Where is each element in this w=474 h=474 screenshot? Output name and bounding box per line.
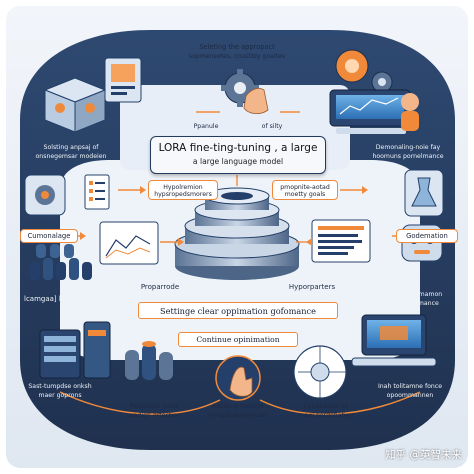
godemation-label: Godemation: [396, 229, 458, 243]
left-lcamgaal-label: lcamgaa] lcu: [24, 295, 84, 303]
bottom-right-line1: Inah tolitamne fonce: [377, 383, 443, 390]
hyper-right-line2: moetty goals: [284, 191, 326, 198]
hyperparters-label: Hyporparters: [288, 283, 336, 291]
person-icon: [401, 93, 419, 131]
device-stack-icon: [24, 174, 66, 216]
gear-icon: [221, 69, 259, 107]
canisters-icon: [125, 341, 173, 380]
bottom-mid-left-line2: orpdlgn ortection: [127, 412, 181, 419]
cumonalage-label: Cumonalage: [20, 229, 78, 243]
left-lcamgaal-suffix: lcu: [58, 295, 70, 303]
banner-continue: Continue opinimation: [178, 332, 298, 347]
top-small-left: Ppanule: [193, 123, 219, 130]
bottom-mid-left-line1: Pequlador dalss: [129, 403, 179, 410]
document-card: [311, 219, 371, 263]
diagram-title: LORA fine-ting-tuning , a large: [158, 142, 318, 154]
watermark: 知乎 @英智未来: [385, 449, 462, 461]
device-icon: [104, 57, 142, 103]
bottom-mid-right-line2: moel pordofiation: [298, 412, 354, 419]
bottom-flow-right: [259, 391, 421, 415]
left-lcamgaal-main: lcamgaa]: [24, 295, 57, 303]
hyper-left-line2: hypsropedsmorers: [154, 191, 212, 198]
checklist-icon: [84, 174, 110, 210]
touch-hand-icon: [215, 355, 261, 401]
top-caption: Seleting the appropact: [199, 43, 275, 51]
banner-main: Settinge clear oppimation gofomance: [138, 302, 338, 319]
workstation-icon: [351, 314, 437, 367]
analytics-monitor-icon: [329, 89, 411, 134]
hand-icon: [243, 88, 269, 114]
hyper-left-pill: Hypolremion hypsropedsmorers: [148, 180, 218, 200]
right-omoo-line1: omoloomamon: [395, 291, 443, 298]
hyper-left-line1: Hypolremion: [163, 184, 203, 191]
hyper-right-pill: pmopnite-aotad moetty goals: [272, 180, 338, 200]
top-small-right: of silty: [261, 123, 283, 130]
data-cylinders-icon: [30, 244, 92, 280]
cube-icon: [43, 77, 107, 133]
bottom-mid-right-line1: Eylobraced ne: [303, 403, 349, 410]
bottom-left-line2: maer goprons: [38, 392, 82, 399]
left-header-line2: onsnegemsar modeien: [35, 153, 107, 160]
bottom-mid-line2: ornapflaation goals: [208, 412, 268, 419]
server-rack-icon: [39, 321, 111, 379]
right-omoo-line2: performance: [399, 300, 439, 307]
top-caption-sub: sopmensetes, crusitbly goaltes: [188, 53, 286, 60]
bottom-flow-left: [59, 391, 221, 415]
propenode-label: Proparrode: [140, 283, 180, 291]
bottom-right-line2: opoommannen: [386, 392, 434, 399]
network-sphere-icon: [293, 345, 347, 399]
left-header-line1: Solsting anpsaj of: [43, 144, 99, 151]
line-chart-card: [99, 221, 159, 265]
right-header-line1: Demonaling-noie fay: [375, 144, 441, 151]
lora-coil-stack: [174, 187, 300, 280]
lab-flask-icon: [404, 169, 444, 217]
diagram-subtitle: a large language model: [192, 157, 284, 166]
cog-cluster-icon: [335, 49, 393, 93]
hyper-right-line1: pmopnite-aotad: [280, 184, 330, 191]
bottom-left-line1: Sast-tumpdse onksh: [28, 383, 92, 390]
title-card: LORA fine-ting-tuning , a large a large …: [150, 136, 326, 174]
bottom-mid-line1: Adjitting-tamuge: [211, 403, 265, 410]
right-header-line2: hoomuns pornelmance: [372, 153, 444, 160]
